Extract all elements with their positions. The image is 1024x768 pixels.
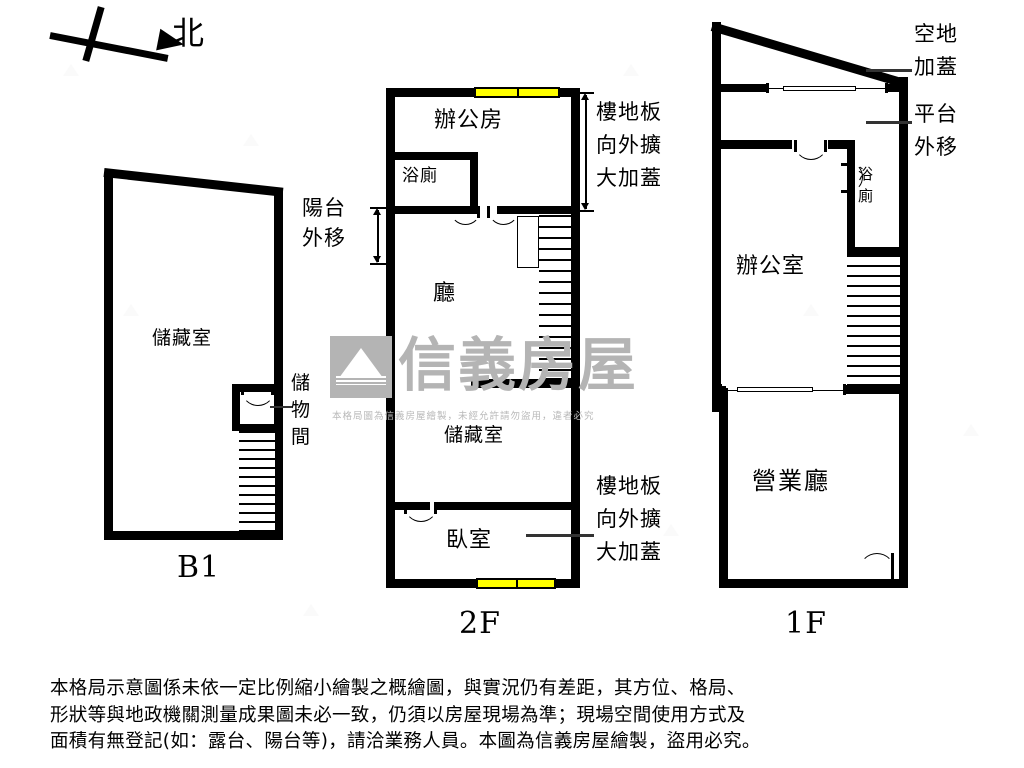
1f-entrance-door[interactable] <box>857 545 897 583</box>
disclaimer-line-1: 本格局示意圖係未依一定比例縮小繪製之概繪圖，與實況仍有差距，其方位、格局、 <box>50 678 746 699</box>
1f-wall-upper-divider-left <box>712 84 769 92</box>
b1-callout-storage-closet-label: 儲物間 <box>291 372 312 448</box>
2f-room-label-bathroom: 浴廁 <box>402 166 438 186</box>
2f-room-label-hall: 廳 <box>433 281 457 306</box>
1f-floor-tag: 1F <box>785 606 827 641</box>
2f-staircase <box>539 215 571 380</box>
1f-office-door[interactable] <box>794 140 829 176</box>
1f-bathroom-door-jamb-lower <box>841 190 850 193</box>
1f-leader-platform <box>866 121 912 124</box>
2f-wall-bedroom-top-right <box>437 502 580 510</box>
b1-callout-leader-line <box>270 406 292 408</box>
2f-leader-slab-bottom <box>526 534 594 537</box>
b1-closet-wall-bottom <box>232 424 276 431</box>
1f-room-label-business-hall: 營業廳 <box>752 467 830 495</box>
2f-room-label-bedroom: 臥室 <box>446 528 493 553</box>
1f-bathroom-wall-bottom <box>847 247 908 255</box>
b1-wall-left <box>104 172 113 540</box>
2f-stair-landing <box>517 216 539 268</box>
b1-floor-tag: B1 <box>177 550 221 585</box>
b1-closet-door-swing-arc <box>241 372 275 406</box>
2f-bathroom-door[interactable] <box>450 206 482 240</box>
floorplan-1f: 辦公室 浴廁 營業廳 1F 空地 加蓋 平台 外移 <box>710 22 958 641</box>
2f-callout-slab-top-line1: 樓地板 <box>596 100 662 124</box>
1f-sliding-opening-bottom[interactable] <box>719 384 846 395</box>
2f-room-label-storage: 儲藏室 <box>444 424 505 446</box>
2f-wall-mid-upper <box>386 206 470 214</box>
b1-closet-wall-left <box>232 384 240 430</box>
1f-wall-right <box>899 77 908 588</box>
1f-callout-platform-line2: 外移 <box>914 135 958 159</box>
compass: 北 <box>40 6 240 76</box>
floorplan-b1: 儲藏室 儲物間 B1 <box>0 0 340 620</box>
2f-callout-balcony-line2: 外移 <box>302 226 346 250</box>
2f-dimension-balcony <box>370 207 386 265</box>
1f-bathroom-door-swing-arc <box>839 163 863 191</box>
1f-room-label-bathroom: 浴廁 <box>858 165 875 205</box>
1f-staircase <box>847 255 900 386</box>
disclaimer: 本格局示意圖係未依一定比例縮小繪製之概繪圖，與實況仍有差距，其方位、格局、 形狀… <box>50 676 980 756</box>
2f-room-label-office: 辦公房 <box>434 108 504 133</box>
1f-sliding-opening-top[interactable] <box>766 83 888 93</box>
2f-bathroom-door-swing-arc <box>450 194 481 225</box>
b1-staircase <box>239 431 275 532</box>
1f-callout-vacant-line2: 加蓋 <box>914 55 958 79</box>
2f-bathroom-wall-top <box>386 152 478 160</box>
1f-wall-office-top-left <box>712 140 792 149</box>
2f-bedroom-door[interactable] <box>404 502 438 538</box>
disclaimer-line-3: 面積有無登記(如：露台、陽台等)，請洽業務人員。本圖為信義房屋繪製，盜用必究。 <box>50 731 761 752</box>
2f-callout-slab-bottom-line3: 大加蓋 <box>596 540 662 564</box>
2f-wall-left-notch <box>386 413 395 419</box>
1f-wall-top-slanted <box>710 22 904 88</box>
1f-callout-platform-line1: 平台 <box>914 102 958 126</box>
2f-wall-mid-upper-right <box>497 206 580 214</box>
2f-hall-door[interactable] <box>487 206 519 240</box>
b1-wall-right <box>274 190 283 540</box>
b1-wall-bottom <box>104 531 283 540</box>
1f-leader-vacant <box>866 69 912 72</box>
2f-bedroom-door-swing-arc <box>404 488 438 522</box>
2f-dimension-slab-top <box>578 92 594 212</box>
1f-wall-office-top-right <box>828 140 850 149</box>
2f-wall-right <box>571 88 580 588</box>
1f-callout-vacant-line1: 空地 <box>914 22 958 46</box>
2f-callout-slab-bottom-line2: 向外擴 <box>596 507 662 531</box>
2f-wall-mid-lower <box>471 379 580 388</box>
1f-room-label-office: 辦公室 <box>736 254 806 279</box>
2f-callout-slab-top-line3: 大加蓋 <box>596 166 662 190</box>
1f-wall-bottom <box>719 579 908 588</box>
2f-window-bottom <box>476 578 556 589</box>
1f-bathroom-wall-left <box>847 140 855 254</box>
2f-callout-slab-bottom-line1: 樓地板 <box>596 474 662 498</box>
2f-callout-balcony-line1: 陽台 <box>302 196 346 220</box>
1f-entrance-door-swing-arc <box>859 553 895 589</box>
2f-hall-door-swing-arc <box>488 194 519 225</box>
2f-bathroom-wall-right <box>470 152 478 214</box>
2f-floor-tag: 2F <box>459 606 501 641</box>
disclaimer-line-2: 形狀等與地政機關測量成果圖未必一致，仍須以房屋現場為準；現場空間使用方式及 <box>50 704 746 726</box>
2f-callout-slab-top-line2: 向外擴 <box>596 133 662 157</box>
1f-office-door-swing-arc <box>794 126 828 160</box>
2f-window-top <box>474 87 560 98</box>
north-label: 北 <box>172 14 206 52</box>
1f-wall-left <box>712 22 721 412</box>
b1-closet-door[interactable] <box>240 386 276 422</box>
1f-wall-hall-divider-right <box>845 385 908 394</box>
b1-room-label-storage: 儲藏室 <box>152 327 213 349</box>
1f-wall-upper-divider-right <box>885 84 908 92</box>
1f-wall-left-lower <box>719 388 728 588</box>
1f-bathroom-door[interactable] <box>847 163 865 193</box>
